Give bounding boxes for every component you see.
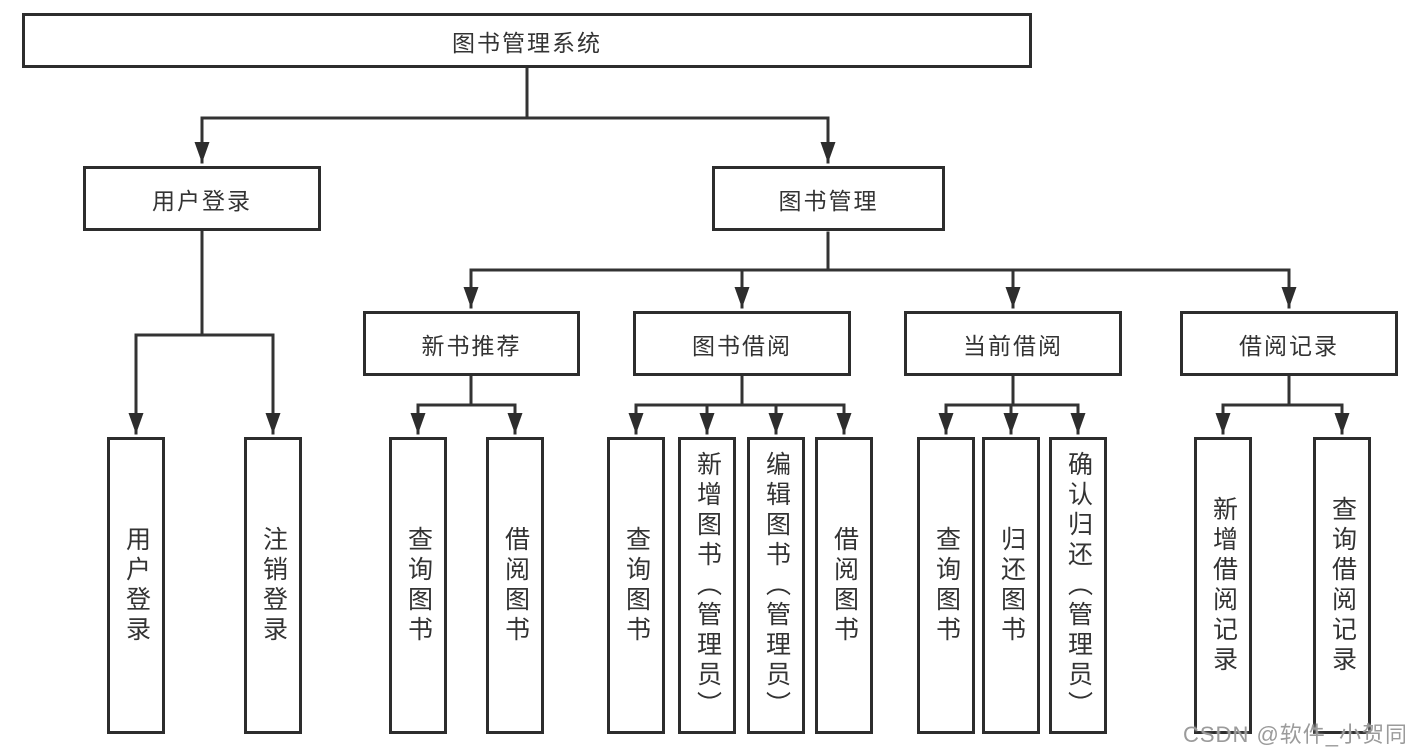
node-book-management: 图书管理 <box>712 166 945 231</box>
node-user-login: 用户登录 <box>83 166 321 231</box>
leaf-query-books-recommend: 查询图书 <box>389 437 447 734</box>
leaf-borrow-books-recommend: 借阅图书 <box>486 437 544 734</box>
csdn-watermark: CSDN @软件_小贺同学 <box>1183 722 1405 747</box>
leaf-edit-books-admin: 编辑图书（管理员） <box>747 437 805 734</box>
leaf-user-login: 用户登录 <box>107 437 165 734</box>
node-book-borrow: 图书借阅 <box>633 311 851 376</box>
node-new-book-recommend: 新书推荐 <box>363 311 580 376</box>
leaf-add-borrow-record: 新增借阅记录 <box>1194 437 1252 734</box>
leaf-logout: 注销登录 <box>244 437 302 734</box>
leaf-add-books-admin: 新增图书（管理员） <box>678 437 736 734</box>
leaf-confirm-return-admin: 确认归还（管理员） <box>1049 437 1107 734</box>
leaf-query-books-current: 查询图书 <box>917 437 975 734</box>
leaf-borrow-books: 借阅图书 <box>815 437 873 734</box>
leaf-query-books-borrow: 查询图书 <box>607 437 665 734</box>
leaf-return-books: 归还图书 <box>982 437 1040 734</box>
node-current-borrow: 当前借阅 <box>904 311 1122 376</box>
node-borrow-records: 借阅记录 <box>1180 311 1398 376</box>
node-library-management-system: 图书管理系统 <box>22 13 1032 68</box>
leaf-query-borrow-record: 查询借阅记录 <box>1313 437 1371 734</box>
